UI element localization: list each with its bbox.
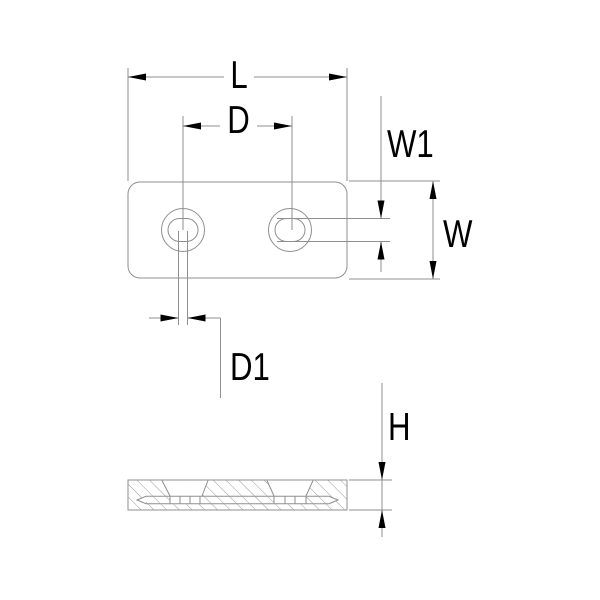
countersink-right-cavity [267, 480, 313, 496]
arrowhead-right [329, 73, 347, 81]
countersink-left-wall [201, 480, 209, 497]
dimension-label-W: W [443, 213, 473, 256]
section-view [127, 479, 348, 511]
recess-band-hatch-middle [200, 495, 274, 505]
dimension-D1: D1 [149, 231, 270, 398]
countersink-right-wall [266, 480, 275, 497]
arrowhead-up [377, 241, 385, 260]
recess-band-hatch-right [306, 495, 329, 505]
arrowhead-left [128, 73, 146, 81]
dimension-label-W1: W1 [387, 123, 434, 166]
recess-band-hatch-left [146, 495, 170, 505]
dimension-label-L: L [230, 54, 247, 97]
countersink-right-wall [305, 480, 314, 497]
section-hatching [128, 480, 347, 510]
arrowhead-down [377, 200, 385, 219]
dimension-H: H [349, 383, 411, 537]
dimension-W1: W1 [277, 96, 434, 272]
countersink-left-wall [161, 480, 171, 497]
countersink-left-cavity [162, 480, 208, 496]
arrowhead-right [274, 122, 292, 130]
dimension-D: D [182, 99, 293, 230]
arrowhead-left [183, 122, 201, 130]
arrowhead-up [429, 181, 437, 199]
hole-right-countersink-circle [268, 208, 312, 252]
dimension-label-D: D [227, 99, 250, 142]
arrowhead-up [378, 510, 386, 528]
top-view [127, 181, 348, 279]
arrowhead-pointing-left [187, 314, 206, 322]
plate-outline [127, 181, 348, 279]
hole-right-bore-outline [274, 218, 306, 242]
dimension-label-D1: D1 [230, 346, 270, 389]
dimension-L: L [127, 54, 348, 181]
arrowhead-down [378, 462, 386, 480]
arrowhead-pointing-right [160, 314, 179, 322]
dimension-label-H: H [388, 406, 411, 449]
arrowhead-down [429, 261, 437, 279]
dimension-W: W [349, 180, 473, 280]
